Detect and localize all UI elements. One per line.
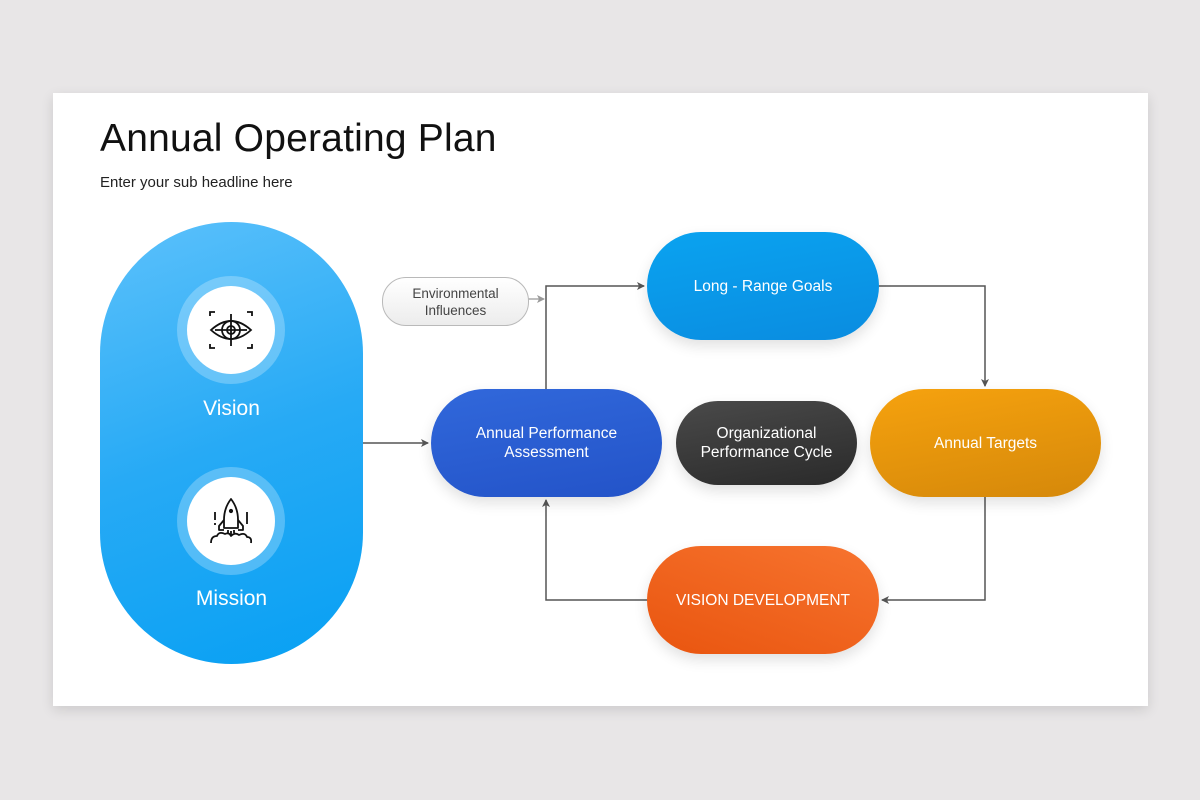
connector-development-to-assessment: [542, 499, 648, 601]
vision-development-node: VISION DEVELOPMENT: [647, 546, 879, 654]
page-subtitle: Enter your sub headline here: [100, 174, 293, 191]
page-title: Annual Operating Plan: [100, 117, 497, 160]
organizational-performance-cycle-node: Organizational Performance Cycle: [676, 401, 857, 485]
mission-label: Mission: [195, 587, 268, 610]
rocket-icon: [210, 498, 253, 544]
environmental-influences-label: Environmental Influences: [412, 285, 499, 318]
connector-assessment-to-goals: [545, 282, 645, 389]
connector-goals-to-targets: [878, 285, 989, 387]
annual-performance-assessment-label: Annual Performance Assessment: [475, 425, 618, 461]
annual-targets-node: Annual Targets: [870, 389, 1101, 497]
annual-targets-label: Annual Targets: [933, 434, 1038, 452]
long-range-goals-node: Long - Range Goals: [647, 232, 879, 340]
environmental-influences-node: Environmental Influences: [382, 277, 529, 326]
vision-development-label: VISION DEVELOPMENT: [676, 591, 850, 609]
annual-performance-assessment-node: Annual Performance Assessment: [431, 389, 662, 497]
vision-icon-badge: [177, 276, 285, 384]
long-range-goals-label: Long - Range Goals: [693, 277, 833, 295]
vision-label: Vision: [203, 397, 260, 420]
connector-targets-to-development: [881, 497, 986, 604]
organizational-performance-cycle-label: Organizational Performance Cycle: [700, 425, 833, 461]
eye-target-icon: [209, 311, 253, 349]
mission-icon-badge: [177, 467, 285, 575]
